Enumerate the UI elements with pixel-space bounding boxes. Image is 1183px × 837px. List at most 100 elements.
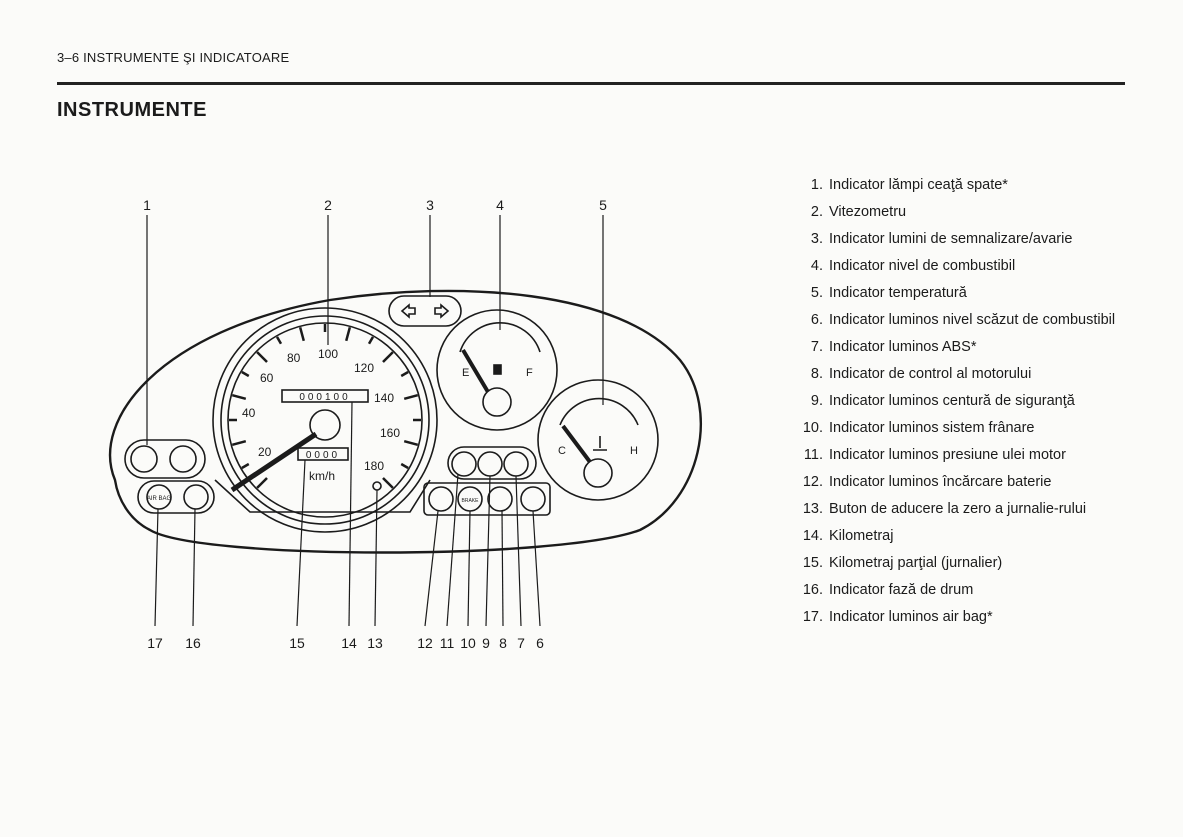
legend-item: 4.Indicator nivel de combustibil xyxy=(810,258,1016,274)
svg-text:5: 5 xyxy=(599,197,607,213)
speed-tick-mark xyxy=(256,477,268,489)
svg-text:13: 13 xyxy=(367,635,383,651)
speed-tick-mark xyxy=(241,370,250,378)
page-title: INSTRUMENTE xyxy=(57,99,207,121)
left-indicator-group: AIR BAG xyxy=(124,439,215,514)
fuel-gauge: E F xyxy=(436,309,558,431)
speed-tick-mark xyxy=(231,393,247,400)
svg-text:6: 6 xyxy=(536,635,544,651)
section-header: 3–6 INSTRUMENTE ŞI INDICATOARE xyxy=(57,50,290,65)
cluster-bottom-panel xyxy=(214,479,431,513)
low-fuel-icon xyxy=(520,486,546,512)
callout-numbers: 1 2 3 4 5 17 16 15 14 13 12 11 10 9 8 7 … xyxy=(143,197,607,651)
svg-text:180: 180 xyxy=(364,459,384,473)
svg-text:11: 11 xyxy=(440,635,455,651)
fuel-pump-icon xyxy=(493,364,502,375)
turn-signal-indicator xyxy=(388,295,462,327)
seat-belt-icon xyxy=(477,451,503,477)
legend-item: 17.Indicator luminos air bag* xyxy=(802,609,993,625)
speed-tick-mark xyxy=(382,351,394,363)
thermometer-icon xyxy=(593,436,607,451)
callout-lines xyxy=(146,215,604,627)
rear-fog-light-icon xyxy=(130,445,158,473)
legend-item: 15.Kilometraj parţial (jurnalier) xyxy=(802,555,1003,571)
header-rule xyxy=(57,82,1125,85)
abs-icon xyxy=(503,451,529,477)
legend-item: 1.Indicator lămpi ceaţă spate* xyxy=(810,177,1008,193)
odometer-value: 000100 xyxy=(299,392,350,403)
speed-tick-mark xyxy=(345,326,352,342)
legend-item: 10.Indicator luminos sistem frânare xyxy=(802,420,1035,436)
svg-text:16: 16 xyxy=(185,635,201,651)
speed-tick-mark xyxy=(400,370,409,378)
legend-item: 16.Indicator fază de drum xyxy=(802,582,974,598)
speed-tick-mark xyxy=(400,462,409,470)
svg-text:E: E xyxy=(462,367,469,379)
odometer xyxy=(281,389,369,403)
svg-text:F: F xyxy=(526,367,533,379)
svg-text:4: 4 xyxy=(496,197,504,213)
temperature-gauge: C H xyxy=(537,379,659,501)
trip-meter xyxy=(297,447,349,461)
svg-text:40: 40 xyxy=(242,406,256,420)
svg-text:140: 140 xyxy=(374,391,394,405)
airbag-icon xyxy=(146,484,172,510)
speed-unit: km/h xyxy=(309,469,335,483)
svg-text:AIR BAG: AIR BAG xyxy=(147,496,172,502)
legend-item: 9.Indicator luminos centură de siguranţă xyxy=(810,393,1075,409)
legend-item: 12.Indicator luminos încărcare baterie xyxy=(802,474,1052,490)
speed-tick-mark xyxy=(275,336,283,345)
svg-text:9: 9 xyxy=(482,635,490,651)
warning-lights-group: BRAKE xyxy=(423,446,551,516)
speed-tick-mark xyxy=(256,351,268,363)
legend-item: 13.Buton de aducere la zero a jurnalie-r… xyxy=(802,501,1087,517)
legend-item: 6.Indicator luminos nivel scăzut de comb… xyxy=(810,312,1116,328)
svg-text:H: H xyxy=(630,445,638,457)
svg-text:14: 14 xyxy=(341,635,357,651)
svg-text:20: 20 xyxy=(258,445,272,459)
legend-item: 8.Indicator de control al motorului xyxy=(810,366,1032,382)
svg-text:10: 10 xyxy=(460,635,476,651)
trip-reset-button xyxy=(372,481,382,491)
oil-pressure-icon xyxy=(451,451,477,477)
legend-item: 7.Indicator luminos ABS* xyxy=(810,339,977,355)
speedometer: 000100 0000 km/h 20 40 60 80 100 120 140… xyxy=(212,307,438,533)
needle-hub xyxy=(309,409,341,441)
speed-tick-mark xyxy=(403,393,419,400)
svg-text:100: 100 xyxy=(318,347,338,361)
speed-tick-mark xyxy=(241,462,250,470)
legend-item: 5.Indicator temperatură xyxy=(810,285,967,301)
svg-text:C: C xyxy=(558,445,566,457)
svg-text:2: 2 xyxy=(324,197,332,213)
svg-text:60: 60 xyxy=(260,371,274,385)
svg-text:BRAKE: BRAKE xyxy=(462,498,480,504)
speed-needle xyxy=(230,431,318,493)
svg-text:160: 160 xyxy=(380,426,400,440)
speed-tick-mark xyxy=(231,440,247,447)
svg-text:17: 17 xyxy=(147,635,163,651)
legend-item: 14.Kilometraj xyxy=(802,528,894,544)
svg-text:3: 3 xyxy=(426,197,434,213)
cluster-outline xyxy=(109,289,702,554)
arrow-right-icon xyxy=(434,303,450,319)
trip-value: 0000 xyxy=(306,450,340,461)
legend-list: 1.Indicator lămpi ceaţă spate* 2.Vitezom… xyxy=(795,172,1125,631)
speed-tick-mark xyxy=(403,440,419,447)
legend-item: 2.Vitezometru xyxy=(810,204,907,220)
svg-text:12: 12 xyxy=(417,635,433,651)
svg-text:120: 120 xyxy=(354,361,374,375)
legend-item: 11.Indicator luminos presiune ulei motor xyxy=(803,447,1066,463)
svg-text:15: 15 xyxy=(289,635,305,651)
speed-tick-mark xyxy=(382,477,394,489)
svg-text:7: 7 xyxy=(517,635,525,651)
speed-tick-mark xyxy=(298,326,305,342)
battery-icon xyxy=(428,486,454,512)
high-beam-icon xyxy=(183,484,209,510)
arrow-left-icon xyxy=(400,303,416,319)
svg-text:80: 80 xyxy=(287,351,301,365)
speed-tick-mark xyxy=(367,336,375,345)
engine-check-icon xyxy=(487,486,513,512)
blank-indicator xyxy=(169,445,197,473)
svg-text:8: 8 xyxy=(499,635,507,651)
